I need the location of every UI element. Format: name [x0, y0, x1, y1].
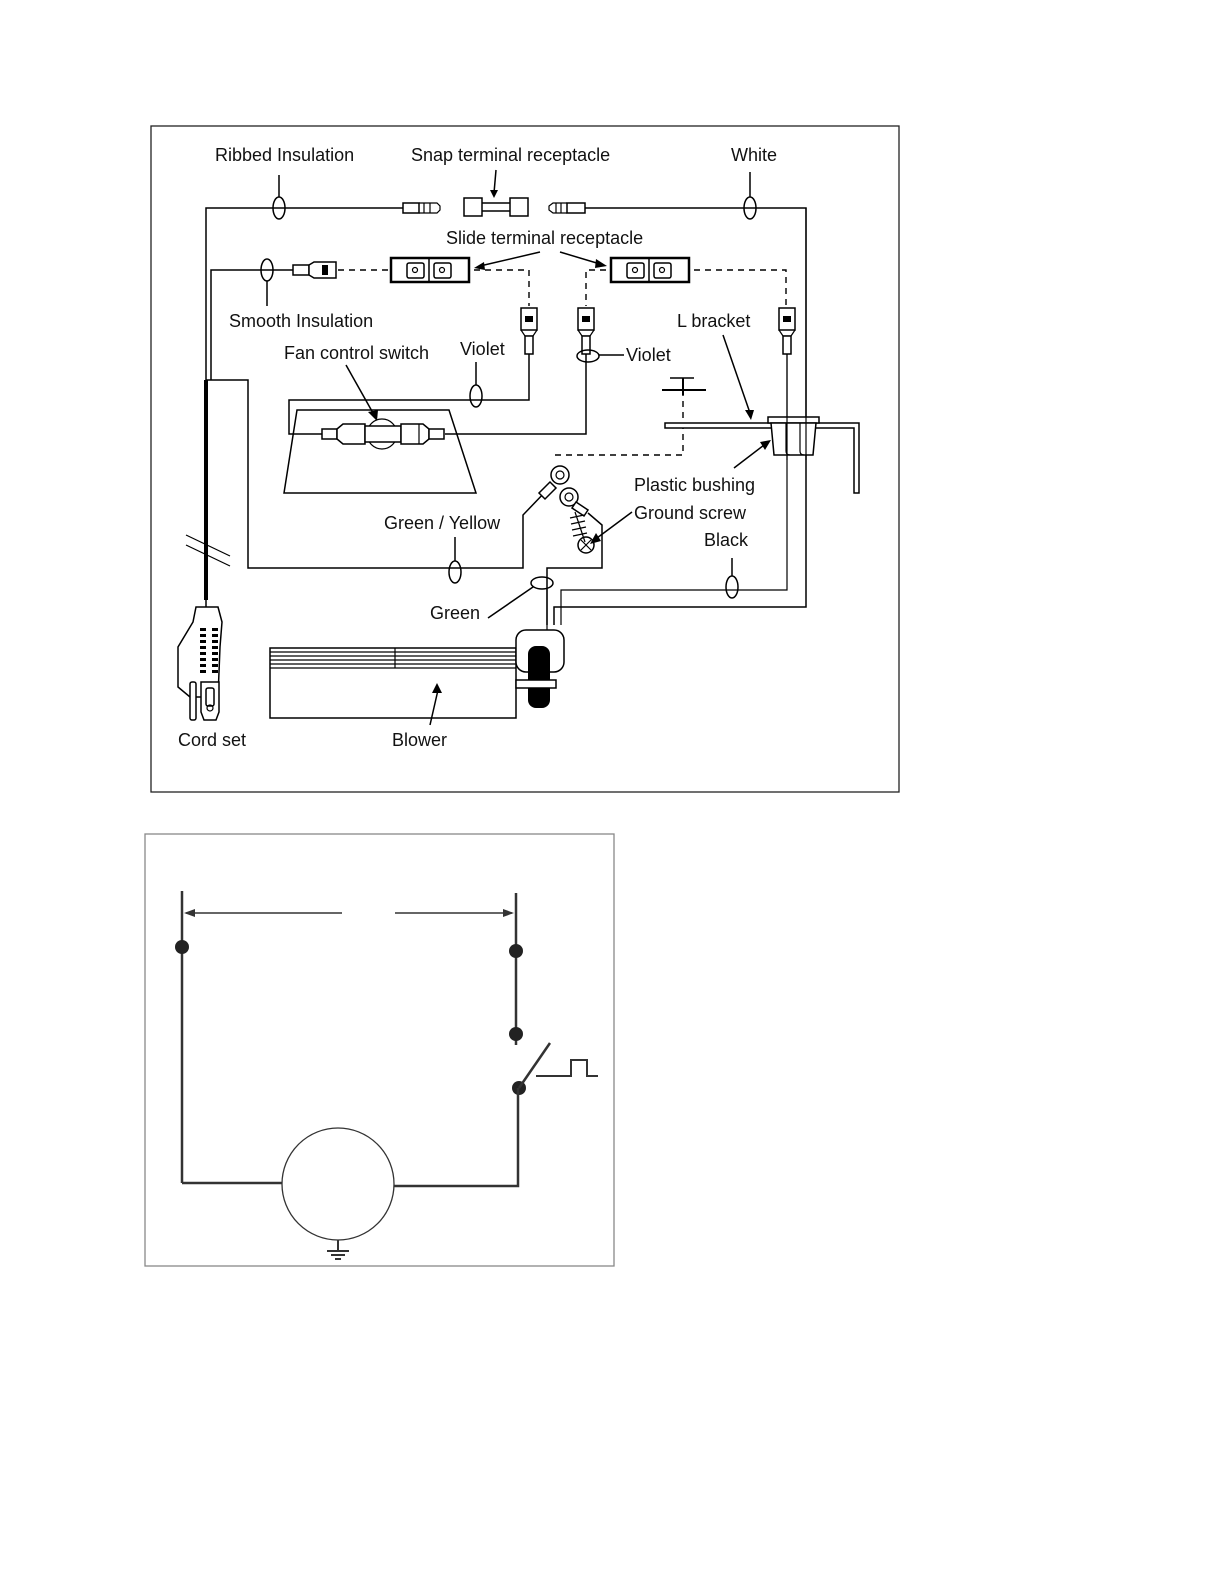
terminal-dot-right [509, 944, 523, 958]
label-slide-terminal-receptacle: Slide terminal receptacle [446, 228, 643, 248]
label-black: Black [704, 530, 749, 550]
plastic-bushing [733, 208, 820, 469]
blower-motor-symbol [281, 1127, 395, 1241]
label-l-bracket: L bracket [677, 311, 750, 331]
label-violet-right: Violet [626, 345, 671, 365]
label-ground-screw: Ground screw [634, 503, 747, 523]
snap-terminal-receptacle [463, 169, 529, 217]
arrowhead-left-icon [184, 909, 195, 917]
fan-control-switch-symbol [517, 1042, 598, 1089]
quick-connect-1 [288, 307, 538, 435]
green-wire [487, 576, 554, 633]
violet-right-marker [576, 349, 600, 363]
label-green: Green [430, 603, 480, 623]
cord-set [177, 379, 548, 721]
terminal-dot-left [175, 940, 189, 954]
label-cord-set: Cord set [178, 730, 246, 750]
l-bracket [664, 334, 860, 494]
wire-right-bottom [393, 1088, 520, 1188]
label-white: White [731, 145, 777, 165]
label-smooth-insulation: Smooth Insulation [229, 311, 373, 331]
switch-contact-top [509, 1027, 523, 1041]
blower [269, 629, 565, 726]
arrowhead-right-icon [503, 909, 514, 917]
label-fan-control-switch: Fan control switch [284, 343, 429, 363]
quick-connect-3 [560, 307, 796, 625]
label-violet-left: Violet [460, 339, 505, 359]
label-ribbed-insulation: Ribbed Insulation [215, 145, 354, 165]
slide-terminal-receptacle-right [559, 251, 787, 306]
ground-assembly [537, 377, 706, 625]
smooth-wire [210, 258, 388, 380]
label-green-yellow: Green / Yellow [384, 513, 501, 533]
fan-control-switch [283, 364, 478, 494]
label-plastic-bushing: Plastic bushing [634, 475, 755, 495]
schematic-diagram [144, 833, 615, 1267]
green-marker [530, 576, 554, 590]
label-snap-terminal-receptacle: Snap terminal receptacle [411, 145, 610, 165]
wiring-diagram: Ribbed Insulation Snap terminal receptac… [150, 125, 900, 793]
ground-icon [327, 1240, 349, 1260]
quick-connect-2 [445, 307, 624, 435]
label-blower: Blower [392, 730, 447, 750]
white-wire [548, 172, 807, 625]
slide-terminal-receptacle-left [389, 251, 541, 306]
